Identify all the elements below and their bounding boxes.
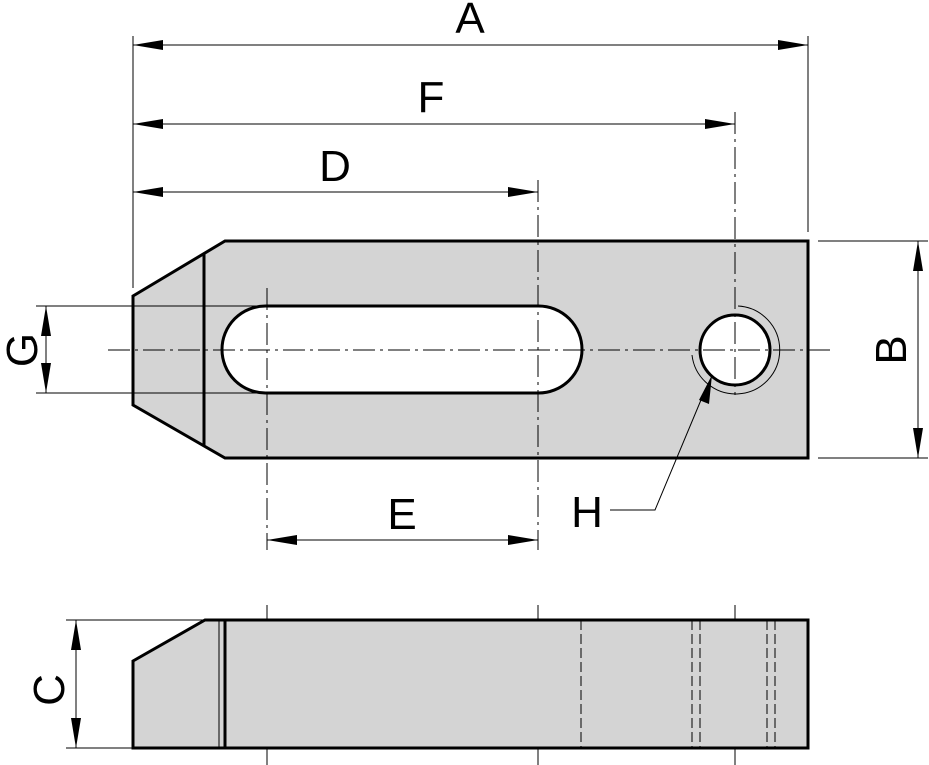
label-g: G — [0, 333, 47, 367]
dim-g-arrow-top — [41, 306, 51, 336]
leader-h-arrow — [699, 375, 712, 404]
label-h: H — [571, 488, 603, 537]
dim-e-arrow-left — [267, 535, 297, 545]
dim-e-arrow-right — [508, 535, 538, 545]
dim-f-arrow-left — [133, 119, 163, 129]
label-f: F — [418, 73, 445, 122]
dimension-labels: A F D E H B G C — [0, 0, 916, 706]
dim-g-arrow-bottom — [41, 363, 51, 393]
dimension-lines — [41, 40, 923, 748]
dim-a-arrow-left — [133, 40, 163, 50]
dim-b-arrow-bottom — [913, 428, 923, 458]
extension-lines — [36, 36, 928, 749]
label-c: C — [25, 674, 74, 706]
dim-d-arrow-left — [133, 187, 163, 197]
dim-a-arrow-right — [778, 40, 808, 50]
label-e: E — [387, 490, 416, 539]
label-a: A — [455, 0, 485, 43]
label-d: D — [319, 142, 351, 191]
dim-d-arrow-right — [508, 187, 538, 197]
leader-h — [610, 387, 707, 511]
dim-c-arrow-top — [71, 620, 81, 650]
dim-f-arrow-right — [705, 119, 735, 129]
dim-c-arrow-bottom — [71, 718, 81, 748]
hole-thread-arc — [691, 305, 781, 395]
clamp-body-side — [131, 618, 810, 750]
side-view — [131, 618, 810, 750]
label-b: B — [867, 335, 916, 364]
dim-b-arrow-top — [913, 241, 923, 271]
